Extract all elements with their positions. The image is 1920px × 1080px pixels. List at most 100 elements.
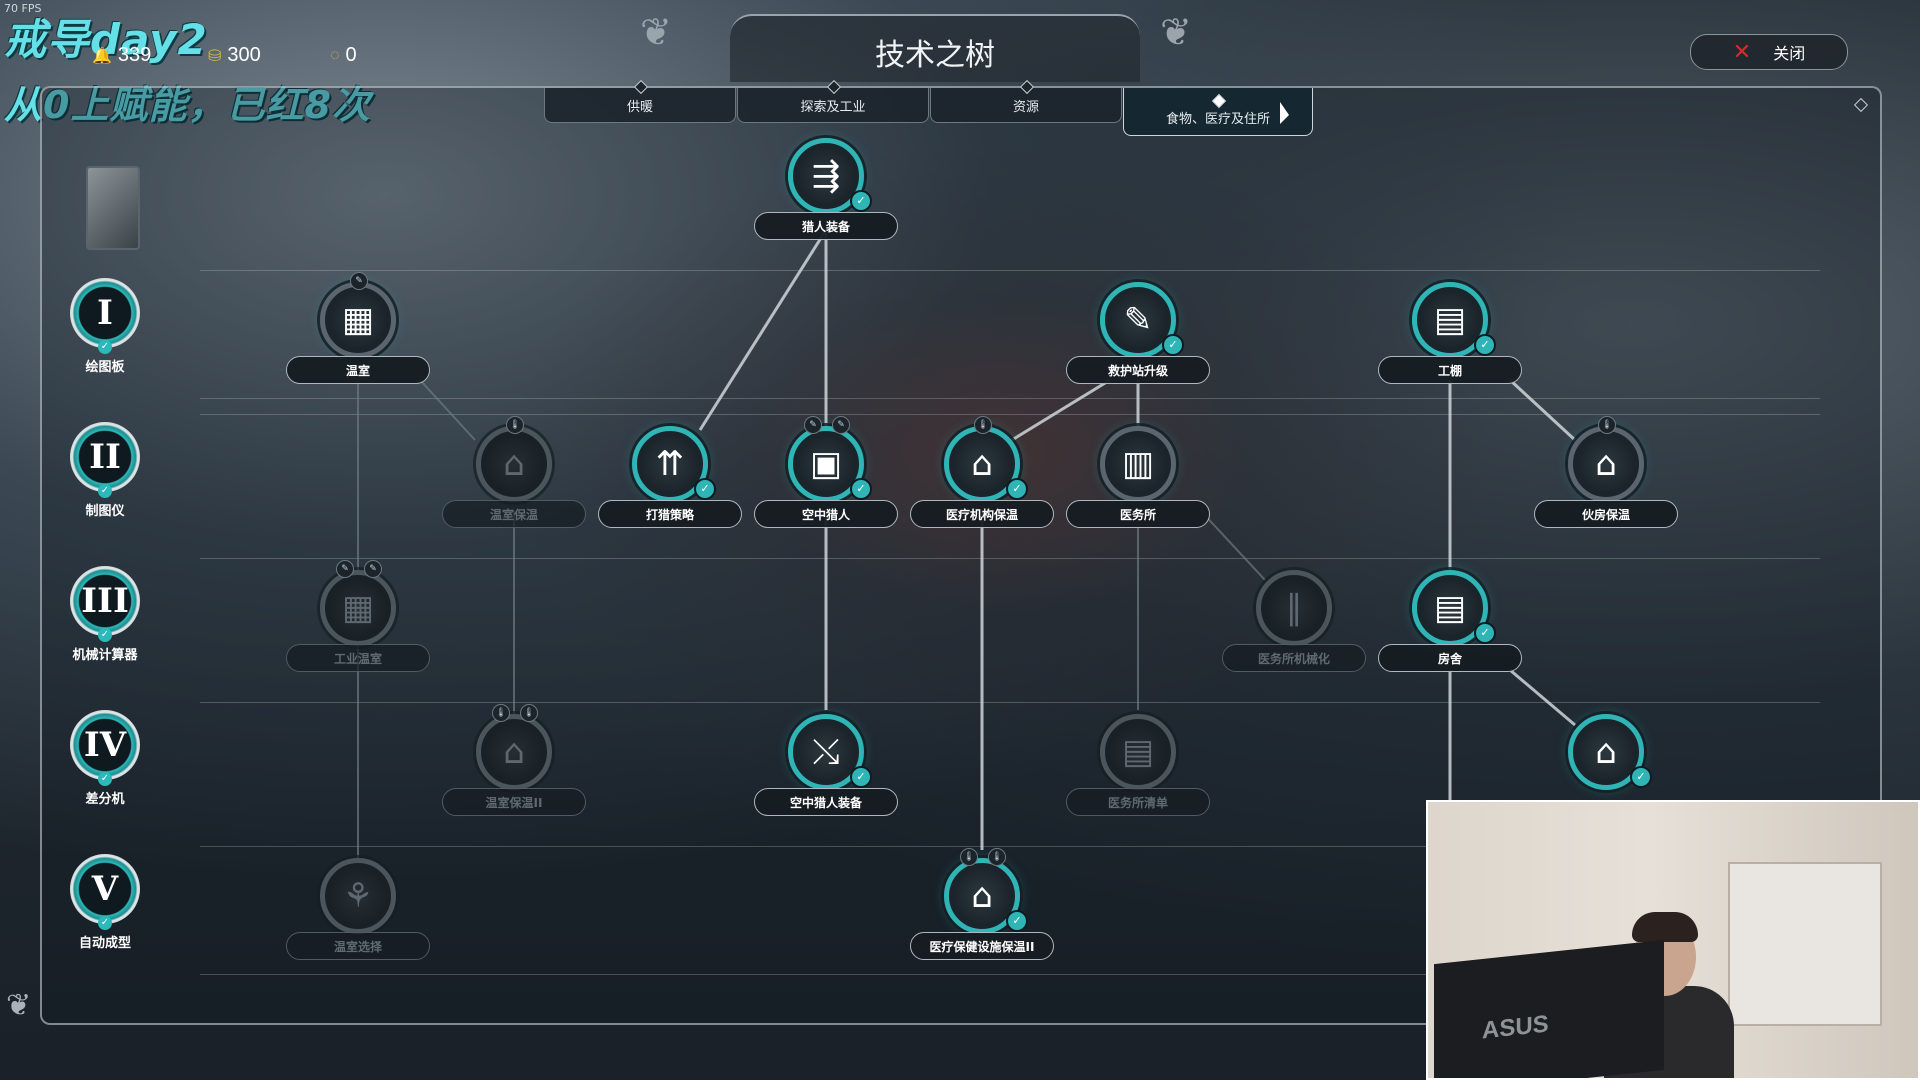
resource-value: 0 — [345, 44, 357, 66]
check-icon: ✓ — [694, 478, 716, 500]
resource-materials: ⛁ 300 — [208, 44, 261, 67]
close-button[interactable]: ✕ 关闭 — [1690, 34, 1848, 70]
check-icon: ✓ — [1474, 334, 1496, 356]
node-label: 空中猎人 — [754, 500, 898, 528]
node-label: 温室 — [286, 356, 430, 384]
tech-node-greenhouse-heating[interactable]: 🌡 ⌂ 温室保温 — [442, 416, 586, 528]
check-icon: ✓ — [1630, 766, 1652, 788]
node-label: 温室选择 — [286, 932, 430, 960]
requirement-pin-icon: ✎ — [336, 560, 354, 578]
thermometer-icon: 🌡 — [988, 848, 1006, 866]
greenhouse-choice-icon: ⚘ — [320, 858, 396, 934]
node-label: 房舍 — [1378, 644, 1522, 672]
node-label: 救护站升级 — [1066, 356, 1210, 384]
heat-house-icon: ⌂ — [944, 858, 1020, 934]
industrial-greenhouse-icon: ▦ — [320, 570, 396, 646]
connection-line — [1011, 378, 1111, 442]
tech-node-medical-post[interactable]: ▥ 医务所 — [1066, 426, 1210, 528]
check-icon: ✓ — [850, 478, 872, 500]
node-label: 工棚 — [1378, 356, 1522, 384]
locked-connection-line — [419, 379, 476, 441]
check-icon: ✓ — [1006, 910, 1028, 932]
tech-node-house[interactable]: ▤ ✓ 房舍 — [1378, 570, 1522, 672]
tab-label: 供暖 — [626, 99, 653, 115]
tech-node-hunting-strategy[interactable]: ⇈ ✓ 打猎策略 — [598, 426, 742, 528]
tier-1[interactable]: I ✓ 绘图板 — [50, 278, 160, 375]
tech-node-sky-hunter-gear[interactable]: ⤯ ✓ 空中猎人装备 — [754, 714, 898, 816]
mouse-cursor-icon — [1280, 102, 1289, 124]
check-icon: ✓ — [98, 916, 112, 930]
tier-divider — [200, 702, 1820, 703]
requirement-pin-icon: ✎ — [832, 416, 850, 434]
tech-node-bunk-heating[interactable]: 🌡 ⌂ 伙房保温 — [1534, 416, 1678, 528]
tier-label: 自动成型 — [78, 936, 131, 951]
right-ornament-icon: ❦ — [1160, 10, 1192, 54]
check-icon: ✓ — [98, 340, 112, 354]
tier-5[interactable]: V ✓ 自动成型 — [50, 854, 160, 951]
tier-label: 差分机 — [85, 792, 125, 807]
connection-line — [1508, 378, 1577, 442]
tech-node-medical-heating-2[interactable]: 🌡 🌡 ⌂ ✓ 医疗保健设施保温II — [910, 848, 1054, 960]
node-label: 医务所机械化 — [1222, 644, 1366, 672]
coins-icon: ⛁ — [208, 47, 222, 65]
tab-label: 资源 — [1012, 99, 1039, 115]
tech-node-sky-hunters[interactable]: ✎ ✎ ▣ ✓ 空中猎人 — [754, 416, 898, 528]
webcam-monitor — [1434, 939, 1664, 1078]
house-upgrade-icon: ⌂ — [1568, 714, 1644, 790]
thermometer-icon: 🌡 — [506, 416, 524, 434]
tier-3[interactable]: III ✓ 机械计算器 — [50, 566, 160, 663]
requirement-pin-icon: ✎ — [350, 272, 368, 290]
tier-2[interactable]: II ✓ 制图仪 — [50, 422, 160, 519]
heat-house-icon: ⌂ — [476, 426, 552, 502]
tech-node-workshop-tent[interactable]: ▤ ✓ 工棚 — [1378, 282, 1522, 384]
node-label: 医务所 — [1066, 500, 1210, 528]
requirement-pin-icon: ✎ — [364, 560, 382, 578]
tab-heating[interactable]: 供暖 — [544, 79, 736, 123]
requirement-pin-icon: ✎ — [804, 416, 822, 434]
tier-badge: IV — [70, 710, 140, 780]
syringe-icon: ✎ — [1100, 282, 1176, 358]
tech-node-hunter-gear[interactable]: ⇶ ✓ 猎人装备 — [754, 138, 898, 240]
tech-node-medical-heating[interactable]: 🌡 ⌂ ✓ 医疗机构保温 — [910, 416, 1054, 528]
tech-node-greenhouse[interactable]: ✎ ▦ 温室 — [286, 272, 430, 384]
tab-exploration-industry[interactable]: 探索及工业 — [737, 79, 929, 123]
clipboard-icon: ▤ — [1100, 714, 1176, 790]
tech-node-medical-list[interactable]: ▤ 医务所清单 — [1066, 714, 1210, 816]
medical-post-icon: ▥ — [1100, 426, 1176, 502]
tech-node-medical-mechanization[interactable]: ∥ 医务所机械化 — [1222, 570, 1366, 672]
tech-node-greenhouse-choice[interactable]: ⚘ 温室选择 — [286, 858, 430, 960]
title-plate — [730, 14, 1140, 82]
connection-line — [698, 229, 828, 431]
node-label: 工业温室 — [286, 644, 430, 672]
tab-food-medical-housing[interactable]: 食物、医疗及住所 — [1123, 88, 1313, 136]
tab-label: 食物、医疗及住所 — [1165, 112, 1270, 127]
check-icon: ✓ — [850, 190, 872, 212]
check-icon: ✓ — [850, 766, 872, 788]
tech-node-industrial-greenhouse[interactable]: ✎ ✎ ▦ 工业温室 — [286, 560, 430, 672]
bell-icon: 🔔 — [92, 47, 112, 65]
resource-value: 300 — [227, 44, 261, 66]
tech-node-housing-upgrade[interactable]: ⌂ ✓ — [1534, 714, 1678, 790]
tier-badge: III — [70, 566, 140, 636]
tier-badge: II — [70, 422, 140, 492]
tech-node-infirmary-upgrade[interactable]: ✎ ✓ 救护站升级 — [1066, 282, 1210, 384]
check-icon: ✓ — [98, 628, 112, 642]
stream-overlay-subtitle: 从0上赋能，已红8次 — [4, 83, 371, 127]
heat-house-icon: ⌂ — [1568, 426, 1644, 502]
generator-icon — [86, 166, 140, 250]
node-label: 温室保温II — [442, 788, 586, 816]
node-label: 猎人装备 — [754, 212, 898, 240]
close-label: 关闭 — [1773, 44, 1806, 63]
thermometer-icon: 🌡 — [492, 704, 510, 722]
node-label: 医务所清单 — [1066, 788, 1210, 816]
tier-divider — [200, 558, 1820, 559]
tab-resources[interactable]: 资源 — [930, 79, 1122, 123]
tier-4[interactable]: IV ✓ 差分机 — [50, 710, 160, 807]
tech-node-greenhouse-heating-2[interactable]: 🌡 🌡 ⌂ 温室保温II — [442, 704, 586, 816]
tier-divider — [200, 398, 1820, 399]
check-icon: ✓ — [98, 772, 112, 786]
webcam-person-hair — [1632, 912, 1698, 942]
check-icon: ✓ — [1474, 622, 1496, 644]
check-icon: ✓ — [1162, 334, 1184, 356]
